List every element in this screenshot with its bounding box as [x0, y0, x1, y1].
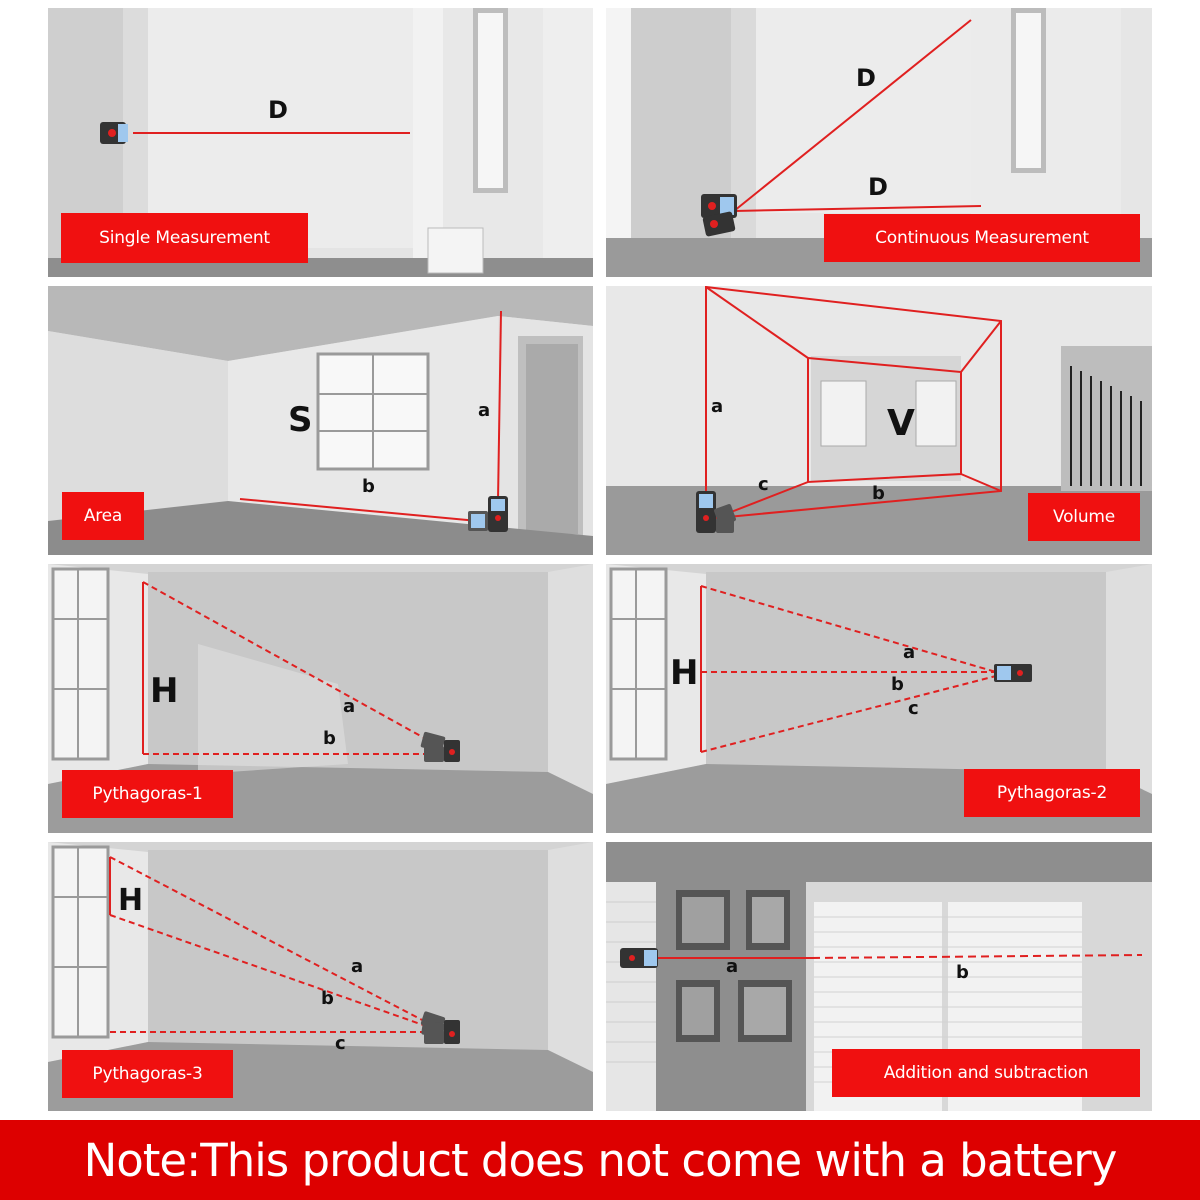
laser-meter-device-icon [994, 664, 1032, 682]
height-label-h: H [118, 883, 144, 918]
room-scene-illustration [48, 8, 593, 277]
panel-pythagoras-1: H a b Pythagoras-1 [48, 564, 593, 833]
laser-meter-device-icon [100, 122, 128, 144]
side-label-c: c [908, 698, 919, 719]
panel-area: S a b Area [48, 286, 593, 555]
mode-label-area: Area [62, 492, 144, 540]
panel-single-measurement: D Single Measurement [48, 8, 593, 277]
side-label-a: a [351, 956, 364, 977]
panel-volume: V a b c Volume [606, 286, 1152, 555]
side-label-a: a [343, 696, 356, 717]
room-scene-illustration [48, 286, 593, 555]
laser-meter-device-icon [696, 491, 736, 533]
laser-meter-device-icon [620, 948, 658, 968]
side-label-a: a [726, 956, 739, 977]
picture-frames [676, 890, 792, 1042]
panel-addition-subtraction: a b Addition and subtraction [606, 842, 1152, 1111]
mode-label-pythagoras-1: Pythagoras-1 [62, 770, 233, 818]
side-label-b: b [323, 728, 336, 749]
side-label-b: b [321, 988, 334, 1009]
side-label-c: c [758, 474, 769, 495]
side-label-c: c [335, 1033, 346, 1054]
distance-label-d-horizontal: D [868, 173, 888, 201]
panel-pythagoras-2: H a b c Pythagoras-2 [606, 564, 1152, 833]
room-scene-illustration [48, 564, 593, 833]
mode-label-pythagoras-3: Pythagoras-3 [62, 1050, 233, 1098]
laser-meter-device-icon [420, 1011, 460, 1044]
side-label-b: b [956, 962, 969, 983]
mode-label-pythagoras-2: Pythagoras-2 [964, 769, 1140, 817]
laser-meter-device-icon [701, 194, 737, 237]
distance-label-d: D [268, 96, 288, 124]
panel-continuous-measurement: D D Continuous Measurement [606, 8, 1152, 277]
panel-pythagoras-3: H a b c Pythagoras-3 [48, 842, 593, 1111]
distance-label-d-diagonal: D [856, 64, 876, 92]
side-label-b: b [872, 483, 885, 504]
mode-label-single-measurement: Single Measurement [61, 213, 308, 263]
area-label-s: S [288, 400, 313, 440]
battery-note-banner: Note:This product does not come with a b… [0, 1120, 1200, 1200]
mode-label-addition-subtraction: Addition and subtraction [832, 1049, 1140, 1097]
side-label-a: a [903, 642, 916, 663]
side-label-b: b [891, 674, 904, 695]
laser-meter-device-icon [468, 496, 508, 532]
side-label-a: a [711, 396, 724, 417]
laser-meter-device-icon [420, 731, 460, 762]
volume-label-v: V [887, 403, 915, 444]
mode-label-volume: Volume [1028, 493, 1140, 541]
side-label-b: b [362, 476, 375, 497]
mode-label-continuous-measurement: Continuous Measurement [824, 214, 1140, 262]
height-label-h: H [150, 671, 179, 711]
height-label-h: H [670, 653, 699, 693]
side-label-a: a [478, 400, 491, 421]
